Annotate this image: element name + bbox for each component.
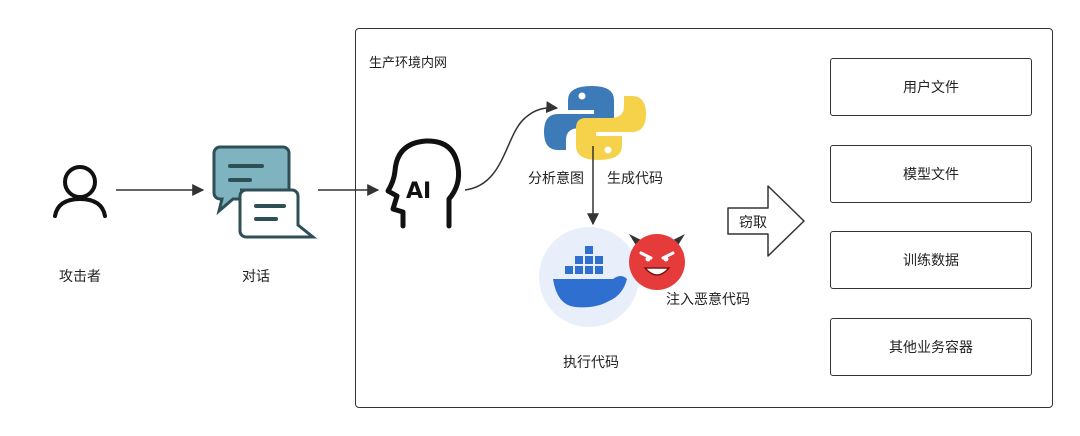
generate-code-label: 生成代码 [607, 171, 663, 187]
asset-label: 用户文件 [903, 80, 959, 96]
dialog-label: 对话 [242, 269, 270, 285]
analyze-intent-label: 分析意图 [528, 171, 584, 187]
ai-label: AI [406, 179, 431, 204]
asset-label: 模型文件 [903, 167, 959, 183]
attacker-label: 攻击者 [59, 269, 101, 285]
execute-code-label: 执行代码 [563, 355, 619, 371]
chat-bubbles-icon [212, 145, 318, 239]
python-logo-icon [544, 86, 646, 160]
production-network-zone [355, 28, 1053, 408]
asset-other-containers: 其他业务容器 [830, 318, 1032, 376]
devil-face-icon [629, 234, 685, 290]
steal-arrow-shape [727, 185, 805, 257]
steal-label: 窃取 [739, 215, 767, 231]
docker-logo-icon [539, 227, 639, 327]
asset-label: 其他业务容器 [889, 340, 973, 356]
asset-training-data: 训练数据 [830, 231, 1032, 289]
inject-malicious-code-label: 注入恶意代码 [666, 292, 750, 308]
asset-user-files: 用户文件 [830, 58, 1032, 116]
asset-label: 训练数据 [903, 253, 959, 269]
ai-head-icon [385, 138, 462, 229]
attacker-icon [53, 165, 107, 218]
arrow-ai-to-python [464, 101, 559, 191]
zone-title: 生产环境内网 [369, 56, 448, 71]
asset-model-files: 模型文件 [830, 145, 1032, 203]
